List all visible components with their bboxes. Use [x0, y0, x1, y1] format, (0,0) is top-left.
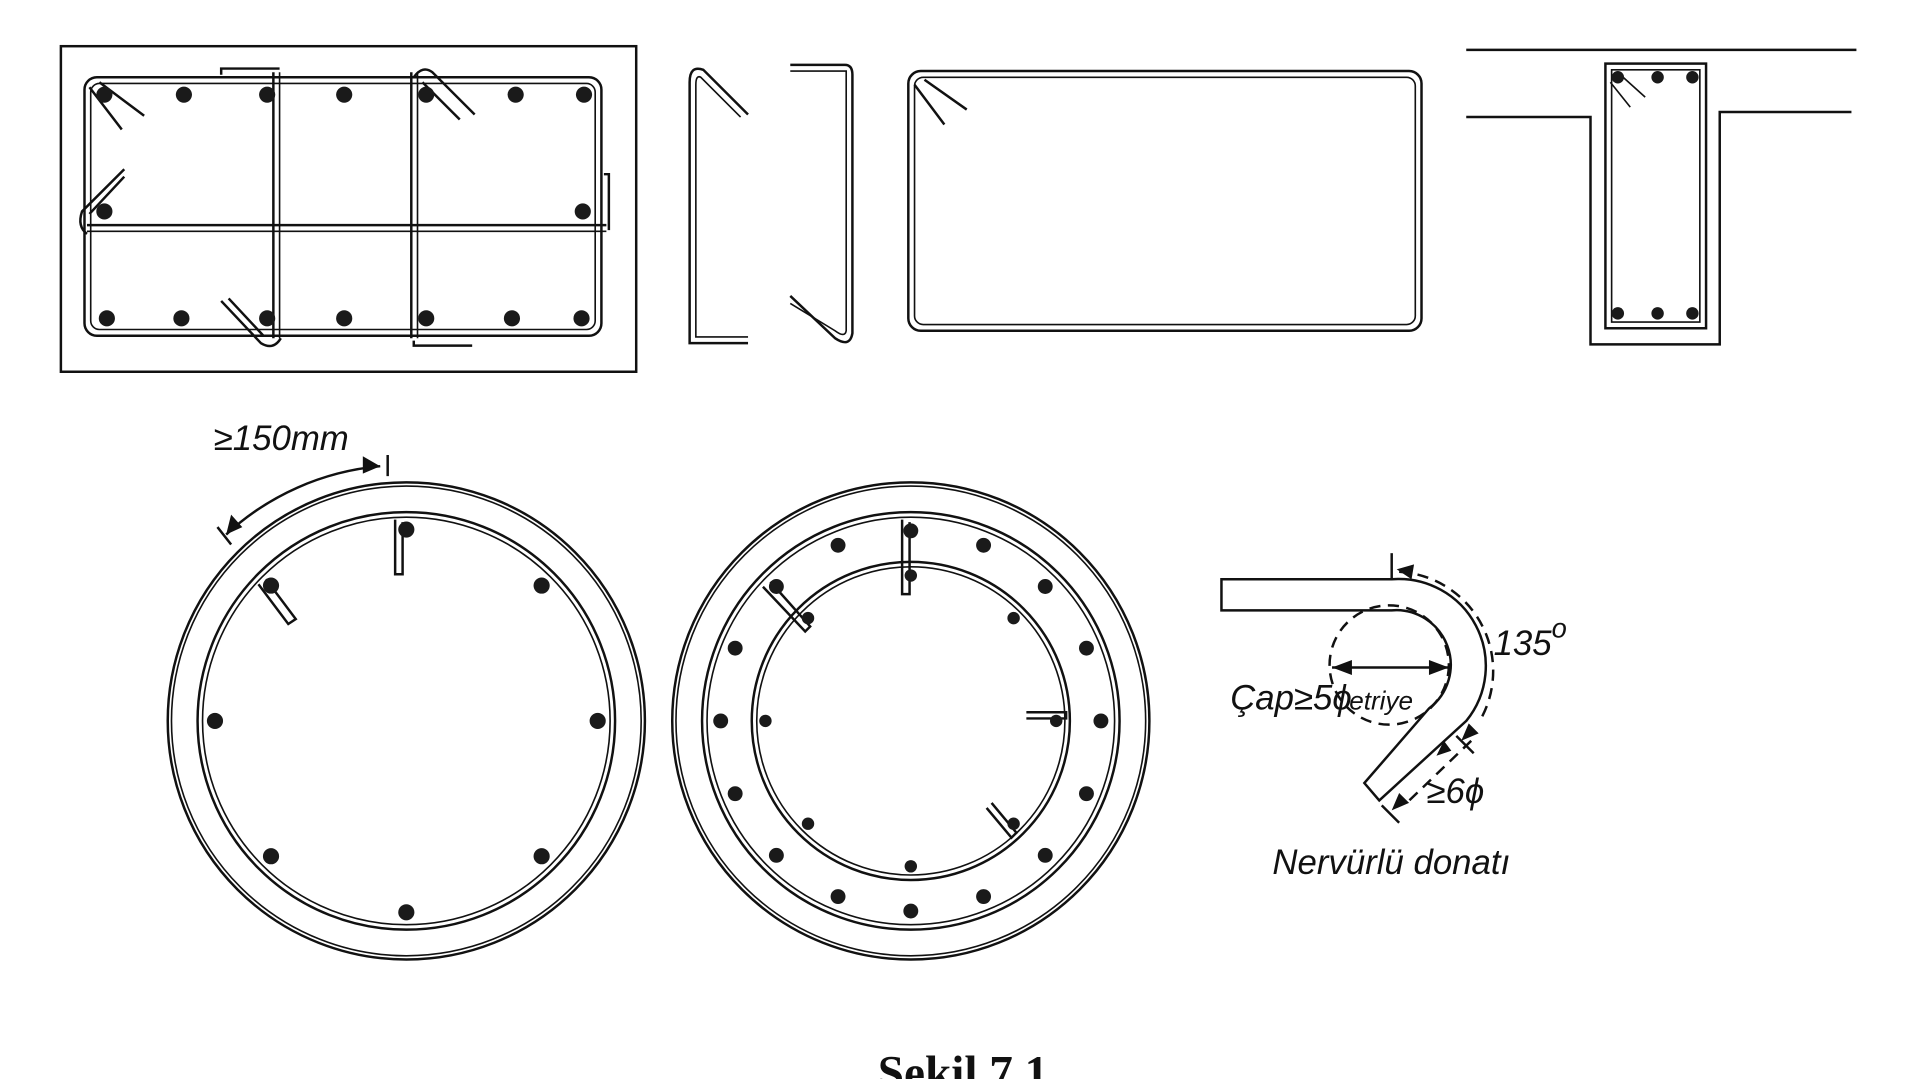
- u-shaped-stirrups: [688, 63, 854, 345]
- figure-caption: Sekil 7.1: [878, 1048, 1049, 1079]
- rebar-dot: [903, 523, 919, 539]
- circular-column-single-hoop: ≥150mm: [166, 420, 647, 961]
- rebar-dot: [573, 310, 590, 327]
- rebar-dot: [1007, 611, 1020, 625]
- diameter-label: Çap≥5ϕetriye: [1230, 680, 1413, 718]
- rebar-dot: [259, 86, 276, 103]
- rebar-dot: [336, 310, 353, 327]
- hook-bend-detail: 135o Çap≥5ϕetriye ≥6ϕ Nervürlü donatı: [1220, 553, 1567, 882]
- circular-column-double-hoop: [670, 481, 1151, 961]
- rebar-dot: [533, 848, 550, 865]
- closed-rectangular-stirrup: [907, 69, 1423, 332]
- rebar-dot: [976, 537, 992, 553]
- rebar-dot: [575, 86, 593, 103]
- rebar-dot: [96, 203, 113, 220]
- rebar-dot: [398, 904, 415, 921]
- rebar-dot: [1007, 817, 1020, 830]
- rebar-dot: [262, 848, 280, 865]
- rebar-dot: [398, 521, 415, 538]
- rebar-dot: [1611, 307, 1625, 320]
- rebar-dot: [1686, 307, 1699, 320]
- rebar-dot: [976, 889, 992, 905]
- rebar-dot: [904, 860, 918, 873]
- rebar-dot: [801, 611, 815, 625]
- rebar-dot: [1078, 640, 1094, 656]
- rebar-dot: [759, 714, 772, 728]
- rebar-dot: [1651, 71, 1664, 84]
- rebar-dot: [418, 86, 435, 103]
- rebar-dot: [830, 537, 846, 553]
- rebar-dot: [262, 577, 280, 594]
- extension-label: ≥6ϕ: [1426, 773, 1484, 811]
- rebar-dot: [574, 203, 591, 220]
- rectangular-column-section: [59, 44, 638, 373]
- rebar-dot: [175, 86, 192, 103]
- rebar-dot: [259, 310, 276, 327]
- rebar-dot: [801, 817, 815, 830]
- rebar-dot: [1078, 786, 1094, 802]
- rebar-dot: [98, 310, 115, 327]
- rebar-dot: [336, 86, 353, 103]
- t-beam-section: [1466, 48, 1857, 346]
- rebar-dot: [727, 640, 743, 656]
- rebar-dot: [1611, 71, 1625, 84]
- rebar-dot: [713, 713, 729, 729]
- rebar-dot: [1037, 579, 1053, 594]
- rebar-dot: [173, 310, 190, 327]
- rebar-dot: [830, 889, 846, 905]
- rebar-dot: [904, 569, 918, 582]
- rebar-dot: [533, 577, 550, 594]
- rebar-dot: [768, 579, 784, 594]
- rebar-dot: [1686, 71, 1699, 84]
- rebar-dot: [503, 310, 521, 327]
- rebar-dot: [1093, 713, 1109, 729]
- rebar-dot: [1049, 714, 1063, 728]
- rebar-dot: [1651, 307, 1664, 320]
- bar-type-label: Nervürlü donatı: [1272, 844, 1510, 882]
- rebar-dot: [589, 712, 606, 729]
- rebar-dot: [768, 847, 784, 863]
- rebar-dot: [507, 86, 524, 103]
- angle-label: 135o: [1494, 613, 1567, 663]
- rebar-dot: [727, 786, 743, 802]
- rebar-dot: [96, 86, 113, 103]
- rebar-dot: [903, 903, 919, 919]
- rebar-dot: [418, 310, 435, 327]
- rebar-dot: [206, 712, 224, 729]
- rebar-dot: [1037, 847, 1053, 863]
- min-overlap-label: ≥150mm: [214, 420, 349, 458]
